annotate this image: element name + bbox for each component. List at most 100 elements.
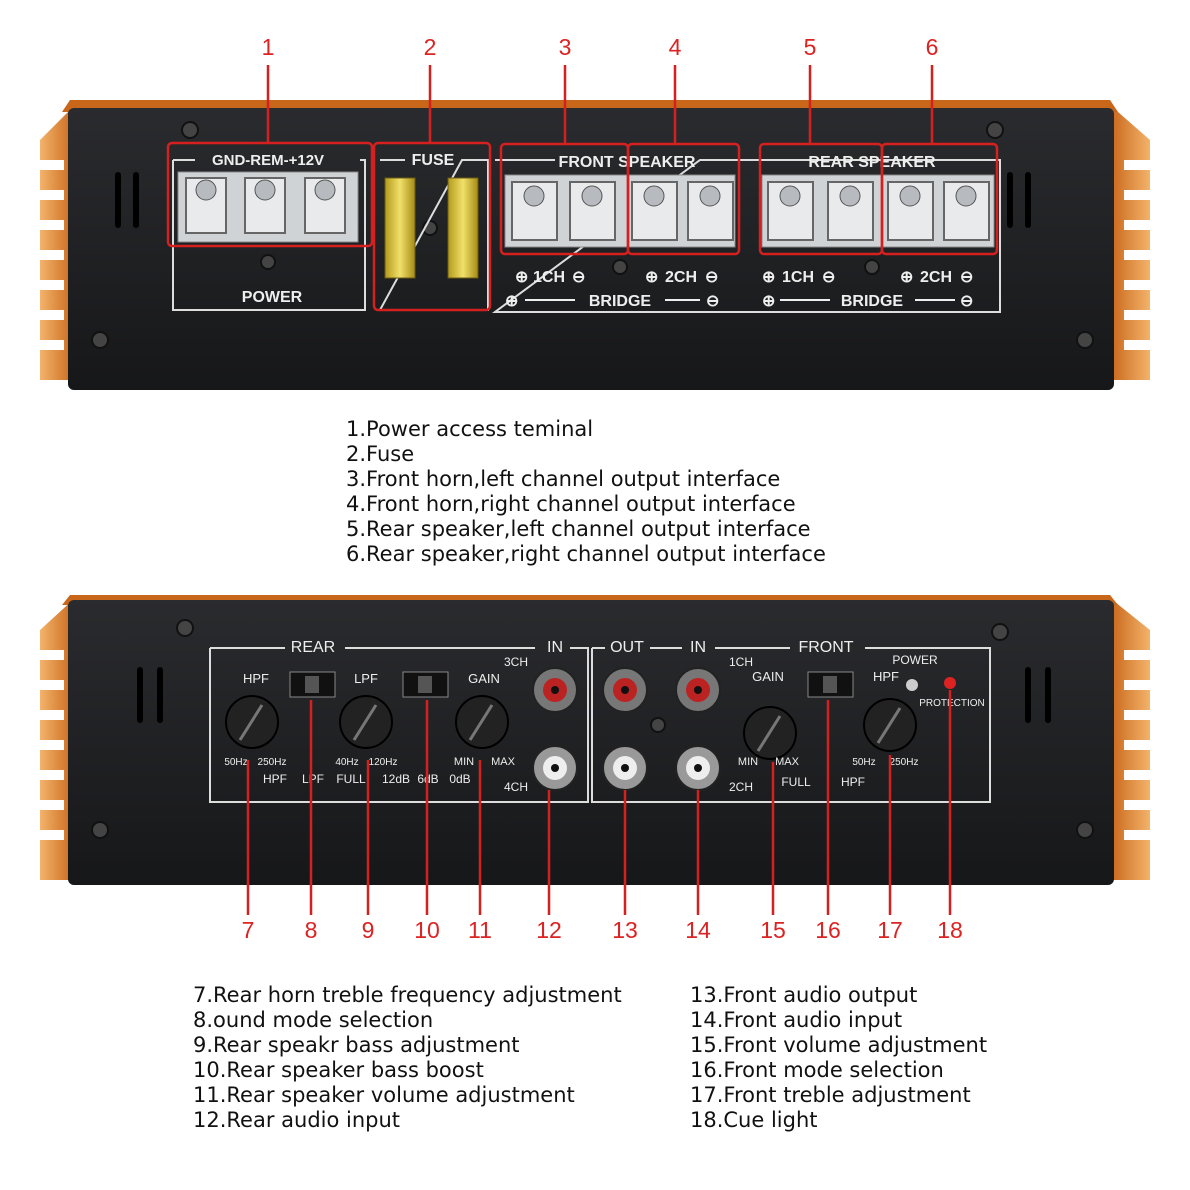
callout-13: 13 <box>612 917 638 943</box>
description-17: 17.Front treble adjustment <box>690 1083 971 1107</box>
callout-16: 16 <box>815 917 841 943</box>
svg-text:⊖: ⊖ <box>960 269 973 286</box>
rear-250hz-label: 250Hz <box>258 757 287 768</box>
description-7: 7.Rear horn treble frequency adjustment <box>193 983 622 1007</box>
rear-hpf-switch-label: HPF <box>263 772 287 786</box>
callout-12: 12 <box>536 917 562 943</box>
svg-text:⊕: ⊕ <box>645 269 658 286</box>
protection-led-icon <box>944 677 956 689</box>
callout-3: 3 <box>558 34 572 60</box>
svg-text:⊕: ⊕ <box>762 293 775 310</box>
ch3-label: 3CH <box>504 655 528 669</box>
callout-8: 8 <box>304 917 318 943</box>
rear-label: REAR <box>291 639 335 656</box>
svg-text:⊕: ⊕ <box>900 269 913 286</box>
svg-text:⊖: ⊖ <box>822 269 835 286</box>
description-18: 18.Cue light <box>690 1108 818 1132</box>
description-15: 15.Front volume adjustment <box>690 1033 988 1057</box>
description-9: 9.Rear speakr bass adjustment <box>193 1033 520 1057</box>
description-14: 14.Front audio input <box>690 1008 903 1032</box>
front-speaker-terminals <box>504 174 736 248</box>
db0-label: 0dB <box>449 772 470 786</box>
description-11: 11.Rear speaker volume adjustment <box>193 1083 575 1107</box>
power-indicator-label: POWER <box>892 653 938 667</box>
callout-18: 18 <box>937 917 963 943</box>
top-highlight-boxes <box>166 141 999 312</box>
db12-label: 12dB <box>382 772 410 786</box>
description-12: 12.Rear audio input <box>193 1108 401 1132</box>
front-250hz-label: 250Hz <box>890 757 919 768</box>
rear-gain-label: GAIN <box>468 671 500 686</box>
lpf-switch-label: LPF <box>302 772 324 786</box>
description-10: 10.Rear speaker bass boost <box>193 1058 484 1082</box>
power-terminal-block <box>177 171 359 243</box>
front-hpf-label: HPF <box>873 669 899 684</box>
vent-slots-top <box>115 172 1031 228</box>
ch2-label: 2CH <box>729 780 753 794</box>
description-5: 5.Rear speaker,left channel output inter… <box>346 517 811 541</box>
front-label: FRONT <box>798 639 853 656</box>
heatsink-right-bottom <box>1110 598 1154 880</box>
bottom-leader-lines <box>246 690 952 915</box>
callout-7: 7 <box>241 917 255 943</box>
rear-speaker-label: REAR SPEAKER <box>808 154 936 171</box>
callout-1: 1 <box>261 34 275 60</box>
svg-text:⊕: ⊕ <box>515 269 528 286</box>
heatsink-right <box>1110 105 1154 380</box>
bottom-description-list-right: 13.Front audio output 14.Front audio inp… <box>690 983 987 1133</box>
rear-max-label: MAX <box>491 756 516 768</box>
svg-text:⊖: ⊖ <box>572 269 585 286</box>
description-13: 13.Front audio output <box>690 983 918 1007</box>
ch4-label: 4CH <box>504 780 528 794</box>
description-16: 16.Front mode selection <box>690 1058 944 1082</box>
top-amplifier-panel: GND-REM-+12V POWER FUSE FRONT SPEAKER RE… <box>36 65 1154 390</box>
rear-120hz-label: 120Hz <box>369 757 398 768</box>
heatsink-left <box>36 105 75 380</box>
rear-50hz-label: 50Hz <box>224 757 247 768</box>
description-2: 2.Fuse <box>346 442 415 466</box>
protection-label: PROTECTION <box>919 698 985 709</box>
callout-6: 6 <box>925 34 939 60</box>
screw-icons-bottom <box>91 619 1094 839</box>
rear-speaker-terminals <box>761 174 995 248</box>
rear-1ch-label: 1CH <box>782 269 814 286</box>
callout-10: 10 <box>414 917 440 943</box>
rear-40hz-label: 40Hz <box>335 757 358 768</box>
fuse-label: FUSE <box>412 152 455 169</box>
switch-icons <box>289 671 854 698</box>
bottom-amplifier-panel: REAR IN OUT IN FRONT 3CH 4CH 1CH 2CH HPF… <box>36 595 1154 915</box>
rear-hpf-label: HPF <box>243 671 269 686</box>
heatsink-left-bottom <box>36 598 75 880</box>
rear-bridge-label: BRIDGE <box>841 293 904 310</box>
front-bridge-label: BRIDGE <box>589 293 652 310</box>
rear-min-label: MIN <box>454 756 474 768</box>
front-in-label: IN <box>690 639 706 656</box>
callout-15: 15 <box>760 917 786 943</box>
front-gain-label: GAIN <box>752 669 784 684</box>
callout-11: 11 <box>468 917 492 943</box>
out-label: OUT <box>610 639 644 656</box>
description-4: 4.Front horn,right channel output interf… <box>346 492 796 516</box>
rear-lpf-label: LPF <box>354 671 378 686</box>
callout-14: 14 <box>685 917 711 943</box>
power-label: POWER <box>242 289 303 306</box>
description-8: 8.ound mode selection <box>193 1008 434 1032</box>
full-switch-label: FULL <box>336 772 366 786</box>
front-2ch-label: 2CH <box>665 269 697 286</box>
power-terminals-label: GND-REM-+12V <box>212 152 324 169</box>
front-1ch-label: 1CH <box>533 269 565 286</box>
front-50hz-label: 50Hz <box>852 757 875 768</box>
vent-slots-bottom <box>137 667 1051 723</box>
front-hpf-switch-label: HPF <box>841 775 865 789</box>
callout-9: 9 <box>361 917 375 943</box>
description-6: 6.Rear speaker,right channel output inte… <box>346 542 826 566</box>
svg-text:⊕: ⊕ <box>505 293 518 310</box>
rear-in-label: IN <box>547 639 563 656</box>
fuse-holder <box>384 177 479 279</box>
svg-text:⊖: ⊖ <box>960 293 973 310</box>
description-3: 3.Front horn,left channel output interfa… <box>346 467 781 491</box>
bottom-description-list-left: 7.Rear horn treble frequency adjustment … <box>193 983 622 1133</box>
rear-2ch-label: 2CH <box>920 269 952 286</box>
callout-17: 17 <box>877 917 903 943</box>
callout-5: 5 <box>803 34 817 60</box>
